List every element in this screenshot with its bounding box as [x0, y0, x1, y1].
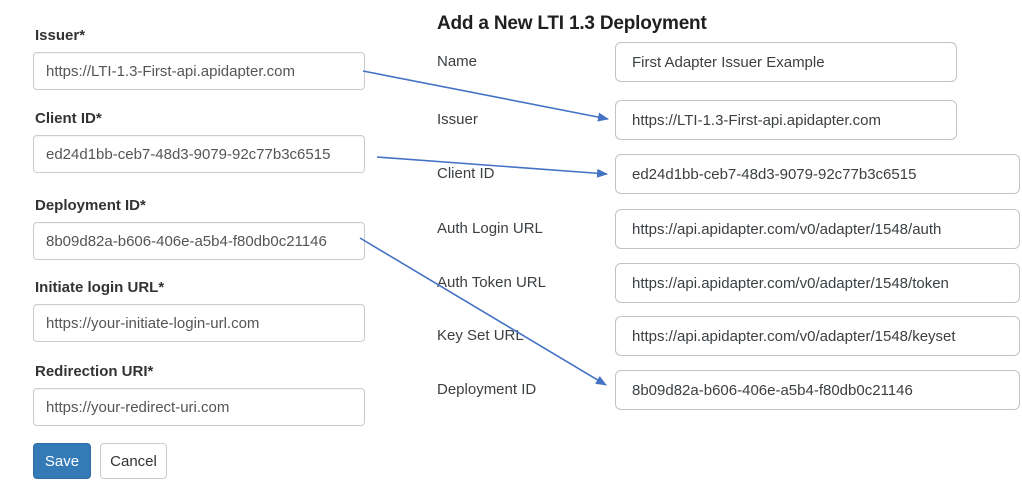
- form-group-client-id: Client ID*: [33, 110, 365, 173]
- auth-login-url-ref-label: Auth Login URL: [437, 220, 543, 237]
- deployment-id-label: Deployment ID*: [35, 197, 146, 214]
- arrow-issuer-mapping: [362, 70, 609, 122]
- form-group-redirection-uri: Redirection URI*: [33, 363, 365, 426]
- name-ref-label: Name: [437, 53, 478, 70]
- auth-token-url-ref-label: Auth Token URL: [437, 274, 546, 291]
- initiate-login-url-input[interactable]: [33, 304, 365, 342]
- key-set-url-ref-label: Key Set URL: [437, 327, 524, 344]
- auth-login-url-ref-input[interactable]: [615, 209, 1020, 249]
- cancel-button[interactable]: Cancel: [100, 443, 167, 479]
- panel-title: Add a New LTI 1.3 Deployment: [437, 13, 707, 34]
- issuer-input[interactable]: [33, 52, 365, 90]
- client-id-input[interactable]: [33, 135, 365, 173]
- issuer-ref-input[interactable]: [615, 100, 957, 140]
- issuer-label: Issuer*: [35, 27, 86, 44]
- initiate-login-url-label: Initiate login URL*: [35, 279, 165, 296]
- deployment-id-input[interactable]: [33, 222, 365, 260]
- form-group-issuer: Issuer*: [33, 27, 365, 90]
- name-ref-input[interactable]: [615, 42, 957, 82]
- form-group-initiate-login-url: Initiate login URL*: [33, 279, 365, 342]
- save-button[interactable]: Save: [33, 443, 91, 479]
- arrow-deployment-id-mapping: [359, 237, 607, 386]
- client-id-ref-label: Client ID: [437, 165, 495, 182]
- form-group-deployment-id: Deployment ID*: [33, 197, 365, 260]
- issuer-ref-label: Issuer: [437, 111, 478, 128]
- key-set-url-ref-input[interactable]: [615, 316, 1020, 356]
- deployment-id-ref-input[interactable]: [615, 370, 1020, 410]
- redirection-uri-input[interactable]: [33, 388, 365, 426]
- auth-token-url-ref-input[interactable]: [615, 263, 1020, 303]
- deployment-id-ref-label: Deployment ID: [437, 381, 537, 398]
- redirection-uri-label: Redirection URI*: [35, 363, 154, 380]
- client-id-label: Client ID*: [35, 110, 102, 127]
- client-id-ref-input[interactable]: [615, 154, 1020, 194]
